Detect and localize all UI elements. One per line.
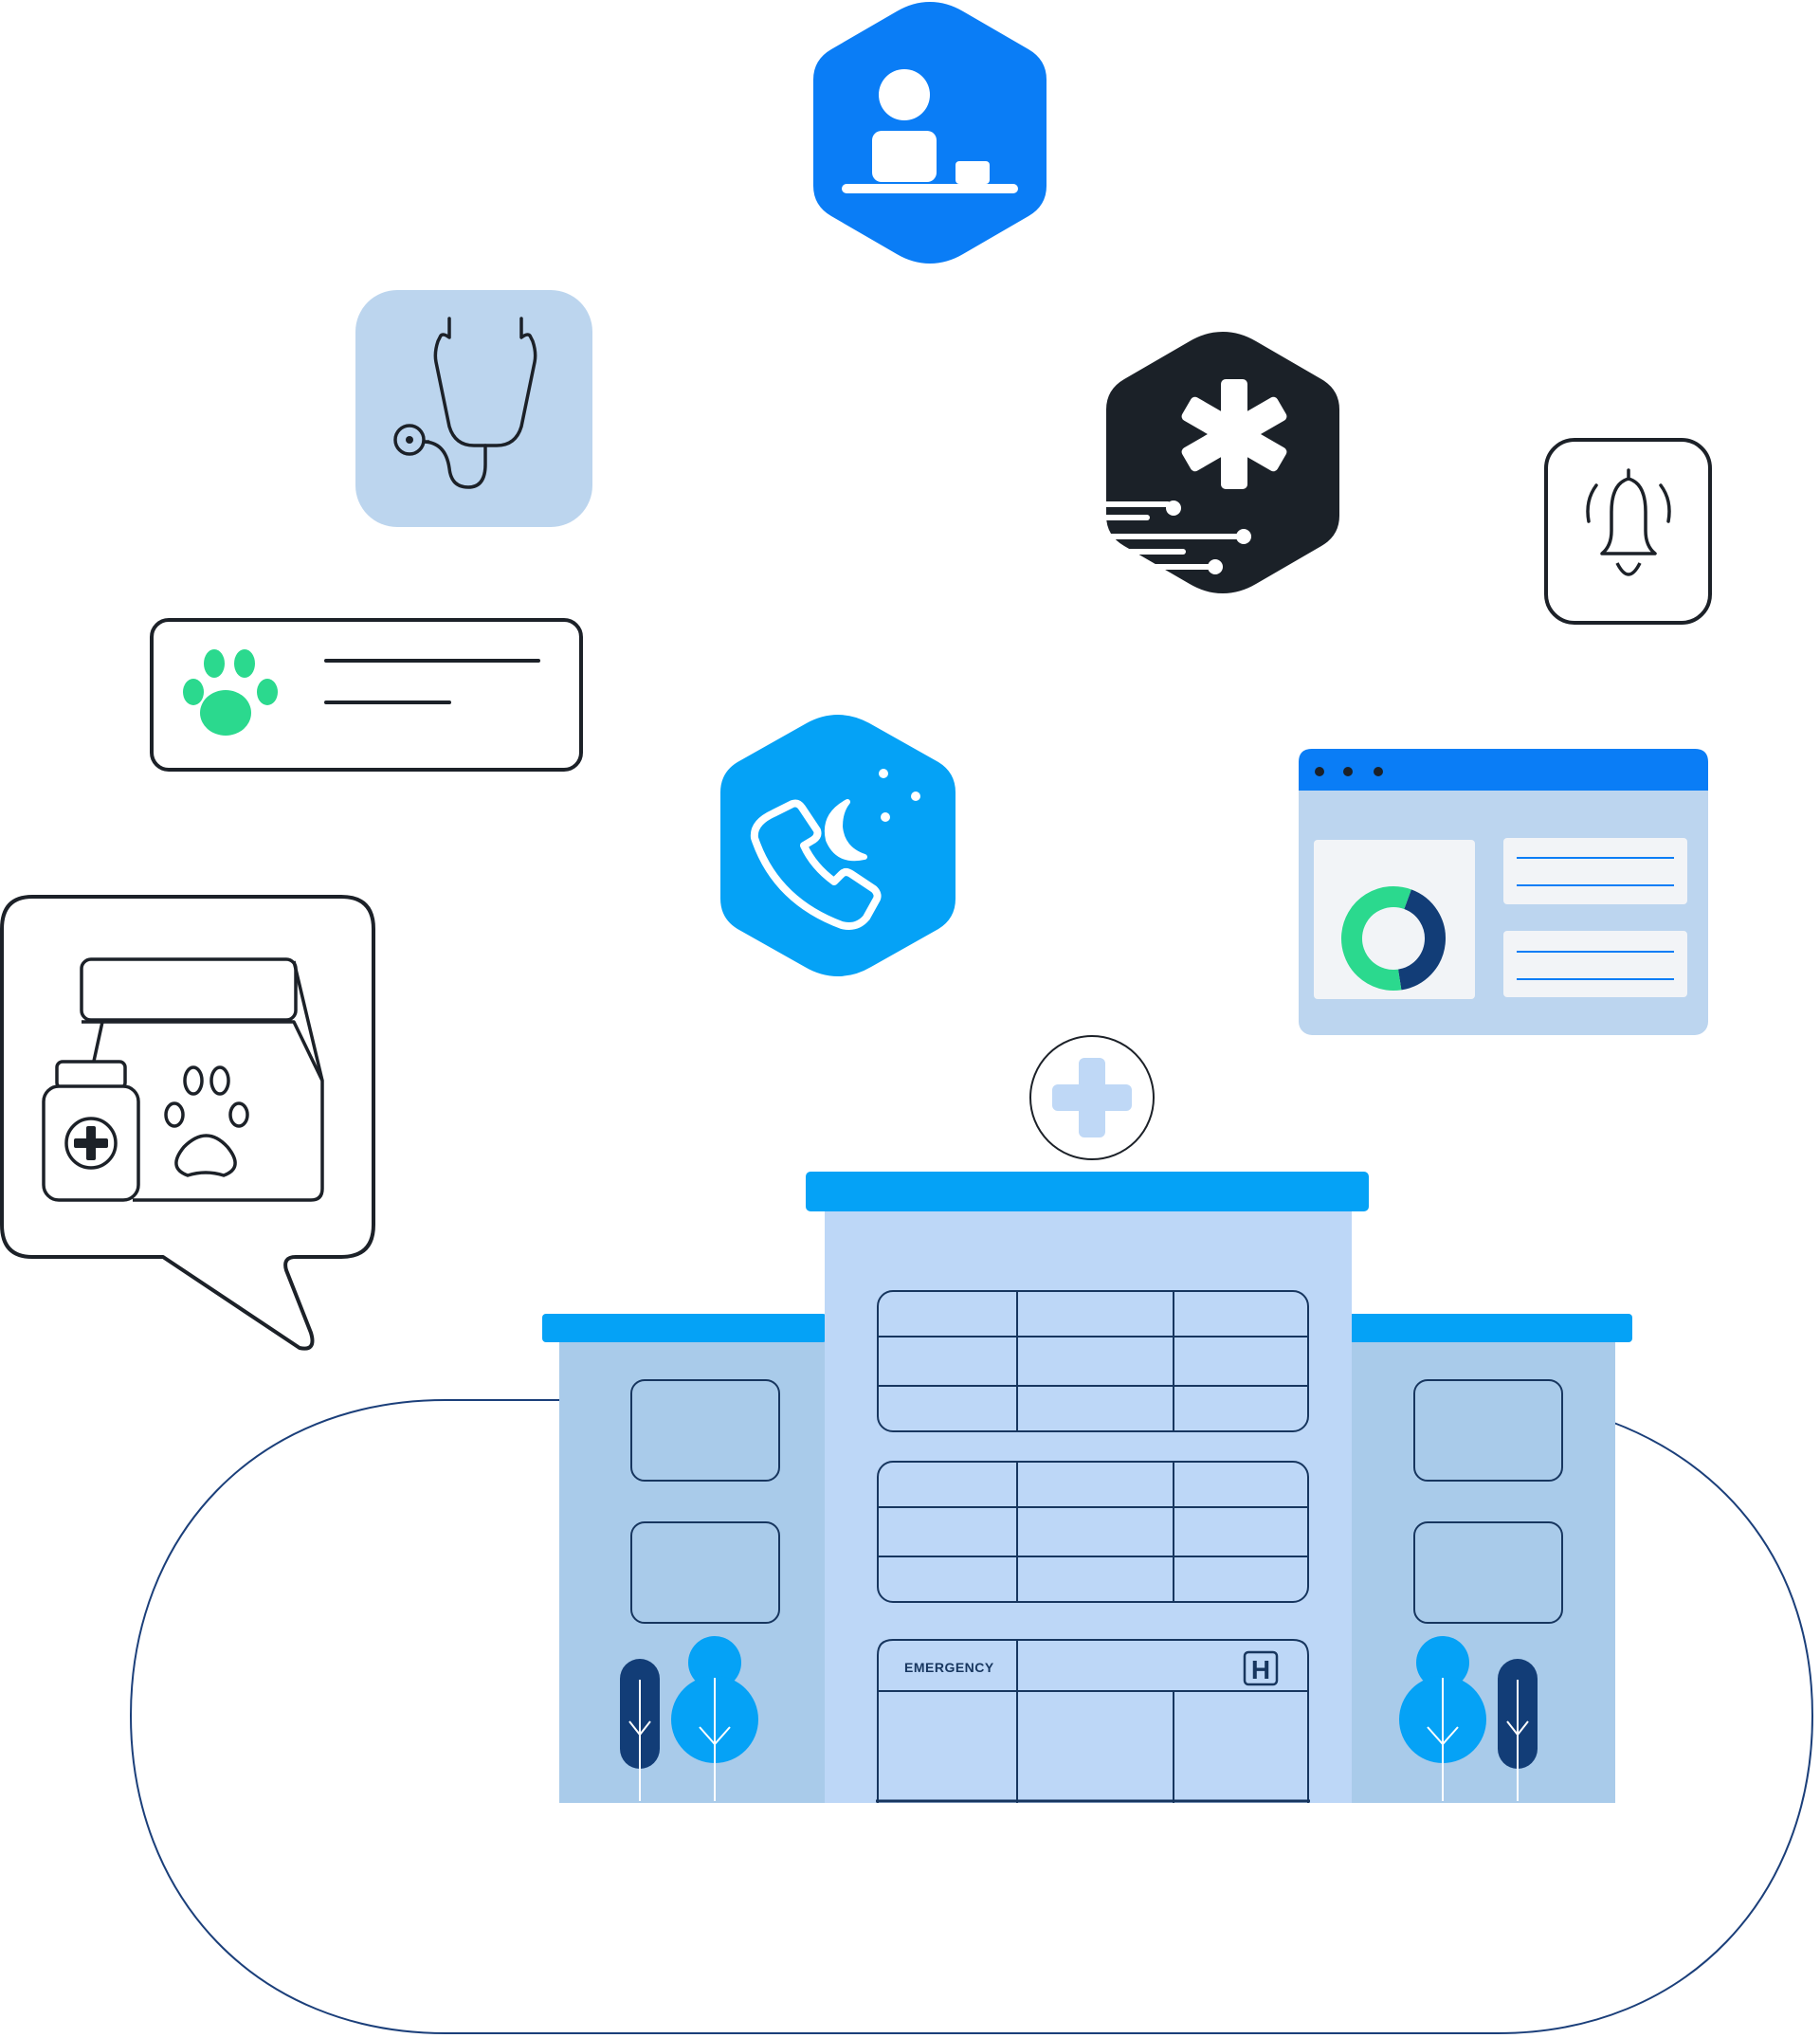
info-panel-1	[1503, 838, 1687, 904]
pet-pharmacy-bubble	[0, 895, 375, 1351]
window-dot-1	[1315, 767, 1324, 776]
bell-alarm-icon	[1544, 438, 1712, 625]
dashboard-window	[1299, 749, 1708, 1035]
medicine-bottle-icon	[42, 1060, 140, 1202]
info-panel-2	[1503, 931, 1687, 997]
emergency-entrance	[876, 1639, 1310, 1803]
left-window-2	[630, 1521, 780, 1624]
paw-outline-icon	[164, 1065, 249, 1177]
window-block-upper	[877, 1290, 1309, 1432]
star-of-life-icon	[1097, 332, 1339, 593]
hospital-building: EMERGENCY H	[542, 1172, 1632, 1803]
night-phone-icon	[720, 715, 956, 976]
center-roof	[806, 1172, 1369, 1211]
left-window-1	[630, 1379, 780, 1482]
h-sign-icon: H	[1243, 1650, 1279, 1686]
donut-chart-icon	[1341, 886, 1446, 991]
tree-blue-left	[671, 1636, 758, 1801]
right-roof	[1348, 1314, 1632, 1342]
center-tower	[825, 1208, 1352, 1803]
donut-segment-navy	[1397, 889, 1446, 991]
left-roof	[542, 1314, 827, 1342]
tree-navy-right	[1498, 1659, 1538, 1801]
stethoscope-icon	[355, 290, 592, 527]
donut-center	[1380, 925, 1407, 952]
cloud-outline	[129, 1399, 1814, 2034]
tree-blue-right	[1399, 1636, 1486, 1801]
window-dot-3	[1374, 767, 1383, 776]
pet-record-card	[150, 618, 583, 772]
right-window-2	[1413, 1521, 1563, 1624]
emergency-sign-label: EMERGENCY	[904, 1660, 994, 1675]
tree-navy-left	[620, 1659, 660, 1801]
h-sign-letter: H	[1251, 1655, 1270, 1684]
right-window-1	[1413, 1379, 1563, 1482]
paw-icon	[183, 649, 278, 736]
medical-cross-icon	[1029, 1035, 1155, 1160]
receptionist-hexagon-icon	[813, 2, 1046, 264]
window-block-middle	[877, 1461, 1309, 1603]
bag-label-bar	[80, 957, 298, 1022]
window-dot-2	[1343, 767, 1353, 776]
donut-segment-green	[1341, 886, 1411, 991]
